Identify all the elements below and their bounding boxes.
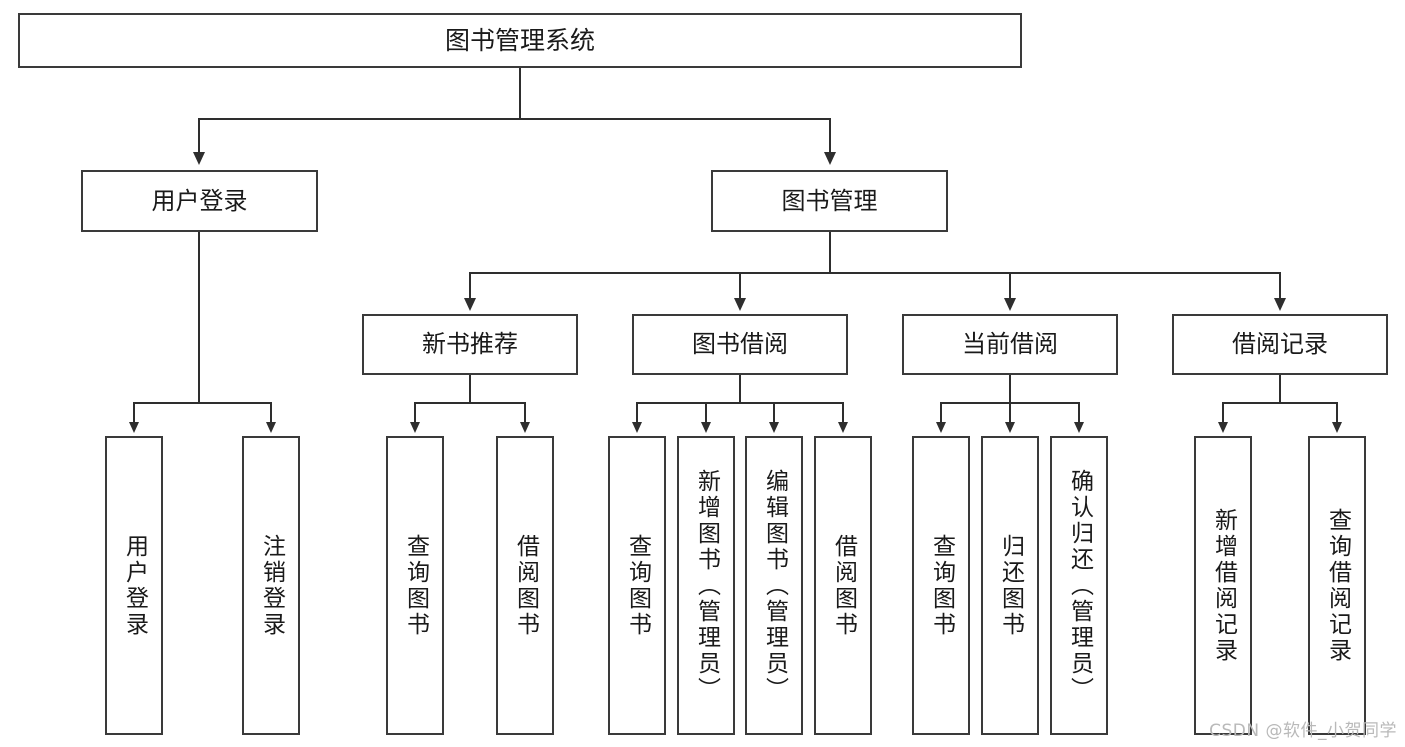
arrowhead-current-borrow xyxy=(1004,298,1016,311)
node-label: 图书管理系统 xyxy=(444,25,595,55)
connector-new-book-leaf-1 xyxy=(414,402,416,426)
connector-to-current-borrow xyxy=(1009,272,1011,302)
node-label: 新增图书（管理员） xyxy=(693,468,720,703)
connector-book-borrow-stem xyxy=(739,375,741,402)
connector-current-borrow-stem xyxy=(1009,375,1011,402)
connector-book-manage-stem xyxy=(829,232,831,272)
leaf-query-book-current[interactable]: 查询图书 xyxy=(912,436,970,735)
connector-book-borrow-leaf-2 xyxy=(705,402,707,426)
connector-book-borrow-bus xyxy=(636,402,844,404)
connector-borrow-record-bus xyxy=(1222,402,1338,404)
connector-root-bus xyxy=(198,118,831,120)
connector-new-book-bus xyxy=(414,402,526,404)
leaf-query-book-borrow[interactable]: 查询图书 xyxy=(608,436,666,735)
arrowhead-leaf-edit-book xyxy=(769,422,779,433)
connector-book-borrow-leaf-4 xyxy=(842,402,844,426)
node-label: 新书推荐 xyxy=(422,330,518,359)
node-label: 借阅记录 xyxy=(1232,330,1328,359)
node-new-book-recommend[interactable]: 新书推荐 xyxy=(362,314,578,375)
leaf-query-book-new[interactable]: 查询图书 xyxy=(386,436,444,735)
node-label: 图书借阅 xyxy=(692,330,788,359)
leaf-add-borrow-record[interactable]: 新增借阅记录 xyxy=(1194,436,1252,735)
node-label: 确认归还（管理员） xyxy=(1066,468,1093,703)
node-user-login[interactable]: 用户登录 xyxy=(81,170,318,232)
arrowhead-book-manage xyxy=(824,152,836,165)
leaf-borrow-book-new[interactable]: 借阅图书 xyxy=(496,436,554,735)
connector-borrow-record-stem xyxy=(1279,375,1281,402)
node-label: 新增借阅记录 xyxy=(1210,507,1237,664)
connector-user-login-stem xyxy=(198,232,200,402)
arrowhead-leaf-borrow-book-2 xyxy=(838,422,848,433)
node-label: 查询借阅记录 xyxy=(1324,507,1351,664)
connector-new-book-stem xyxy=(469,375,471,402)
node-label: 查询图书 xyxy=(624,533,651,638)
connector-to-book-borrow xyxy=(739,272,741,302)
leaf-borrow-book[interactable]: 借阅图书 xyxy=(814,436,872,735)
node-book-borrow[interactable]: 图书借阅 xyxy=(632,314,848,375)
connector-root-to-user-login xyxy=(198,118,200,156)
node-label: 查询图书 xyxy=(402,533,429,638)
node-label: 用户登录 xyxy=(121,533,148,638)
leaf-user-login[interactable]: 用户登录 xyxy=(105,436,163,735)
arrowhead-leaf-return-book xyxy=(1005,422,1015,433)
node-label: 编辑图书（管理员） xyxy=(761,468,788,703)
leaf-confirm-return[interactable]: 确认归还（管理员） xyxy=(1050,436,1108,735)
connector-book-manage-bus xyxy=(469,272,1281,274)
arrowhead-leaf-borrow-book-1 xyxy=(520,422,530,433)
arrowhead-new-book xyxy=(464,298,476,311)
node-label: 注销登录 xyxy=(258,533,285,638)
arrowhead-leaf-query-book-3 xyxy=(936,422,946,433)
connector-to-borrow-record xyxy=(1279,272,1281,302)
arrowhead-leaf-query-book-1 xyxy=(410,422,420,433)
arrowhead-leaf-query-book-2 xyxy=(632,422,642,433)
connector-user-login-leaf-2 xyxy=(270,402,272,426)
node-book-management[interactable]: 图书管理 xyxy=(711,170,948,232)
leaf-query-borrow-record[interactable]: 查询借阅记录 xyxy=(1308,436,1366,735)
node-label: 当前借阅 xyxy=(962,330,1058,359)
node-label: 借阅图书 xyxy=(512,533,539,638)
connector-new-book-leaf-2 xyxy=(524,402,526,426)
arrowhead-leaf-add-record xyxy=(1218,422,1228,433)
arrowhead-book-borrow xyxy=(734,298,746,311)
connector-user-login-bus xyxy=(133,402,271,404)
leaf-edit-book[interactable]: 编辑图书（管理员） xyxy=(745,436,803,735)
connector-current-borrow-leaf-2 xyxy=(1009,402,1011,426)
node-root-system[interactable]: 图书管理系统 xyxy=(18,13,1022,68)
leaf-return-book[interactable]: 归还图书 xyxy=(981,436,1039,735)
arrowhead-leaf-user-login xyxy=(129,422,139,433)
connector-book-borrow-leaf-3 xyxy=(773,402,775,426)
node-label: 查询图书 xyxy=(928,533,955,638)
arrowhead-user-login xyxy=(193,152,205,165)
connector-user-login-leaf-1 xyxy=(133,402,135,426)
node-current-borrow[interactable]: 当前借阅 xyxy=(902,314,1118,375)
connector-book-borrow-leaf-1 xyxy=(636,402,638,426)
node-label: 归还图书 xyxy=(997,533,1024,638)
node-label: 图书管理 xyxy=(781,186,878,215)
connector-current-borrow-leaf-1 xyxy=(940,402,942,426)
arrowhead-borrow-record xyxy=(1274,298,1286,311)
node-borrow-record[interactable]: 借阅记录 xyxy=(1172,314,1388,375)
arrowhead-leaf-confirm-return xyxy=(1074,422,1084,433)
connector-root-to-book-manage xyxy=(829,118,831,156)
connector-current-borrow-leaf-3 xyxy=(1078,402,1080,426)
connector-to-new-book xyxy=(469,272,471,302)
arrowhead-leaf-logout xyxy=(266,422,276,433)
arrowhead-leaf-add-book xyxy=(701,422,711,433)
leaf-add-book[interactable]: 新增图书（管理员） xyxy=(677,436,735,735)
node-label: 用户登录 xyxy=(151,186,248,215)
connector-borrow-record-leaf-2 xyxy=(1336,402,1338,426)
connector-root-stem xyxy=(519,68,521,118)
node-label: 借阅图书 xyxy=(830,533,857,638)
csdn-watermark: CSDN @软件_小贺同学 xyxy=(1209,721,1397,741)
leaf-logout[interactable]: 注销登录 xyxy=(242,436,300,735)
connector-borrow-record-leaf-1 xyxy=(1222,402,1224,426)
arrowhead-leaf-query-record xyxy=(1332,422,1342,433)
